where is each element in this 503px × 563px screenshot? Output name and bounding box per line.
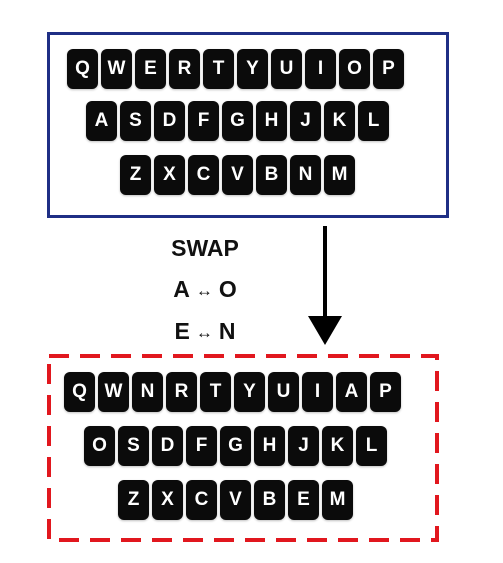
key[interactable]: E [135, 49, 166, 89]
swap-label: SWAP A ↔ O E ↔ N [140, 228, 270, 353]
key[interactable]: X [152, 480, 183, 520]
key[interactable]: O [339, 49, 370, 89]
key[interactable]: J [288, 426, 319, 466]
key[interactable]: I [302, 372, 333, 412]
swap-pair-1-right: O [218, 276, 237, 302]
swap-pair-1-left: A [173, 276, 190, 302]
key[interactable]: G [220, 426, 251, 466]
swap-arrows-icon: ↔ [195, 281, 213, 300]
key[interactable]: E [288, 480, 319, 520]
key[interactable]: K [322, 426, 353, 466]
swap-pair-2-right: N [218, 318, 236, 344]
keyboard-row-2: O S D F G H J K L [84, 426, 387, 466]
key[interactable]: T [203, 49, 234, 89]
key[interactable]: R [166, 372, 197, 412]
dashed-border [47, 354, 439, 542]
key[interactable]: C [186, 480, 217, 520]
keyboard-row-2: A S D F G H J K L [86, 101, 389, 141]
key[interactable]: Z [118, 480, 149, 520]
key[interactable]: Y [237, 49, 268, 89]
key[interactable]: M [324, 155, 355, 195]
key[interactable]: W [98, 372, 129, 412]
key[interactable]: P [373, 49, 404, 89]
key[interactable]: N [132, 372, 163, 412]
key[interactable]: P [370, 372, 401, 412]
key[interactable]: R [169, 49, 200, 89]
key[interactable]: O [84, 426, 115, 466]
keyboard-row-3: Z X C V B E M [118, 480, 353, 520]
original-keyboard-panel: Q W E R T Y U I O P A S D F G H J K L Z … [47, 32, 449, 218]
swap-pair-2: E ↔ N [140, 311, 270, 353]
swap-title: SWAP [171, 235, 239, 261]
keyboard-row-3: Z X C V B N M [120, 155, 355, 195]
key[interactable]: H [256, 101, 287, 141]
key[interactable]: Q [67, 49, 98, 89]
key[interactable]: F [186, 426, 217, 466]
key[interactable]: G [222, 101, 253, 141]
key[interactable]: M [322, 480, 353, 520]
swap-pair-1: A ↔ O [140, 269, 270, 311]
key[interactable]: K [324, 101, 355, 141]
keyboard-row-1: Q W E R T Y U I O P [67, 49, 404, 89]
key[interactable]: B [256, 155, 287, 195]
key[interactable]: F [188, 101, 219, 141]
key[interactable]: A [86, 101, 117, 141]
key[interactable]: U [271, 49, 302, 89]
key[interactable]: V [220, 480, 251, 520]
key[interactable]: L [356, 426, 387, 466]
down-arrow-icon [308, 226, 342, 345]
key[interactable]: H [254, 426, 285, 466]
key[interactable]: U [268, 372, 299, 412]
swap-pair-2-left: E [174, 318, 190, 344]
key[interactable]: Q [64, 372, 95, 412]
key[interactable]: V [222, 155, 253, 195]
key[interactable]: T [200, 372, 231, 412]
key[interactable]: S [120, 101, 151, 141]
key[interactable]: S [118, 426, 149, 466]
swapped-keyboard-panel: Q W N R T Y U I A P O S D F G H J K L Z … [47, 354, 439, 542]
swap-arrows-icon: ↔ [195, 323, 213, 342]
key[interactable]: C [188, 155, 219, 195]
key[interactable]: J [290, 101, 321, 141]
keyboard-row-1: Q W N R T Y U I A P [64, 372, 401, 412]
key[interactable]: D [152, 426, 183, 466]
key[interactable]: N [290, 155, 321, 195]
key[interactable]: D [154, 101, 185, 141]
key[interactable]: Y [234, 372, 265, 412]
key[interactable]: W [101, 49, 132, 89]
key[interactable]: I [305, 49, 336, 89]
key[interactable]: L [358, 101, 389, 141]
key[interactable]: X [154, 155, 185, 195]
key[interactable]: B [254, 480, 285, 520]
key[interactable]: A [336, 372, 367, 412]
key[interactable]: Z [120, 155, 151, 195]
